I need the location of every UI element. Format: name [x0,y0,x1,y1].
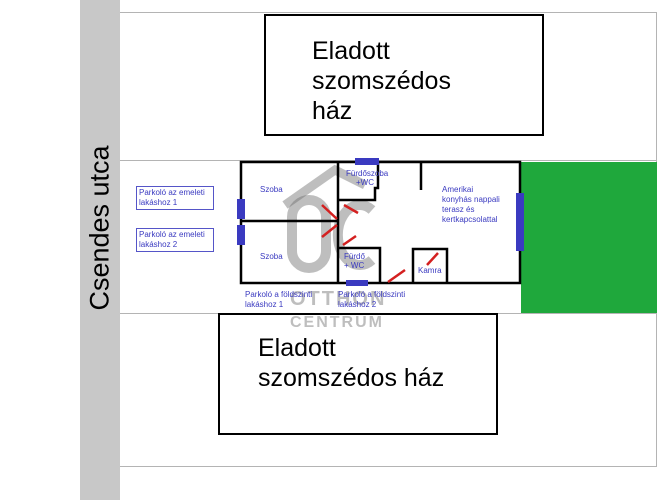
parking-label-line: lakáshoz 2 [139,240,178,249]
window [237,199,245,219]
neighbor-house-top: Eladott szomszédos ház [264,14,544,136]
neighbor-label: Eladott [258,334,336,362]
wall [338,162,380,202]
neighbor-house-bottom: Eladott szomszédos ház [218,313,498,435]
window [355,158,379,165]
parking-label-line: lakáshoz 1 [245,300,284,309]
watermark-text: OTTHON [290,288,387,310]
room-label-line: + WC [344,261,365,270]
door [426,252,439,266]
room-label-line: Fürdő [344,252,365,261]
street [80,0,120,500]
room-label: Kamra [418,266,442,275]
room-label-line: +WC [356,178,374,187]
window [237,225,245,245]
door [321,224,338,238]
neighbor-label: szomszédos [312,67,451,95]
parking-label-line: Parkoló a földszinti [245,290,313,299]
plot-line [120,466,657,467]
door [321,204,338,220]
parking-label-line: Parkoló a földszinti [338,290,406,299]
plot-line [120,12,657,13]
window [346,280,368,286]
parking-label: Parkoló a földszinti lakáshoz 2 [338,290,405,310]
parking-label: Parkoló az emeleti lakáshoz 2 [136,228,214,252]
room-label-line: Fürdőszoba [346,169,389,178]
parking-label-line: lakáshoz 1 [139,198,178,207]
garden [521,162,657,313]
parking-label: Parkoló a földszinti lakáshoz 1 [245,290,312,310]
room-label: Szoba [260,185,283,194]
window [516,193,524,251]
room-label-line: terasz és [442,205,475,214]
door [387,268,406,284]
neighbor-label: Eladott [312,37,390,65]
room-label: Szoba [260,252,283,261]
parking-label-line: lakáshoz 2 [338,300,377,309]
wall [411,247,449,283]
door [343,203,359,215]
room-label: Fürdőszoba +WC [346,169,388,187]
room-label: Amerikai konyhás nappali terasz és kertk… [442,185,500,225]
plot-line [120,160,657,161]
watermark-text: CENTRUM [290,314,384,331]
neighbor-label: ház [312,97,353,125]
room-label-line: Amerikai [442,185,474,194]
door [342,234,357,247]
room-label-line: kertkapcsolattal [442,215,498,224]
parking-label-line: Parkoló az emeleti [139,188,205,197]
parking-label: Parkoló az emeleti lakáshoz 1 [136,186,214,210]
room-label: Fürdő + WC [344,252,365,270]
room-label-line: konyhás nappali [442,195,500,204]
parking-label-line: Parkoló az emeleti [139,230,205,239]
neighbor-label: szomszédos ház [258,364,445,392]
wall [338,246,382,283]
